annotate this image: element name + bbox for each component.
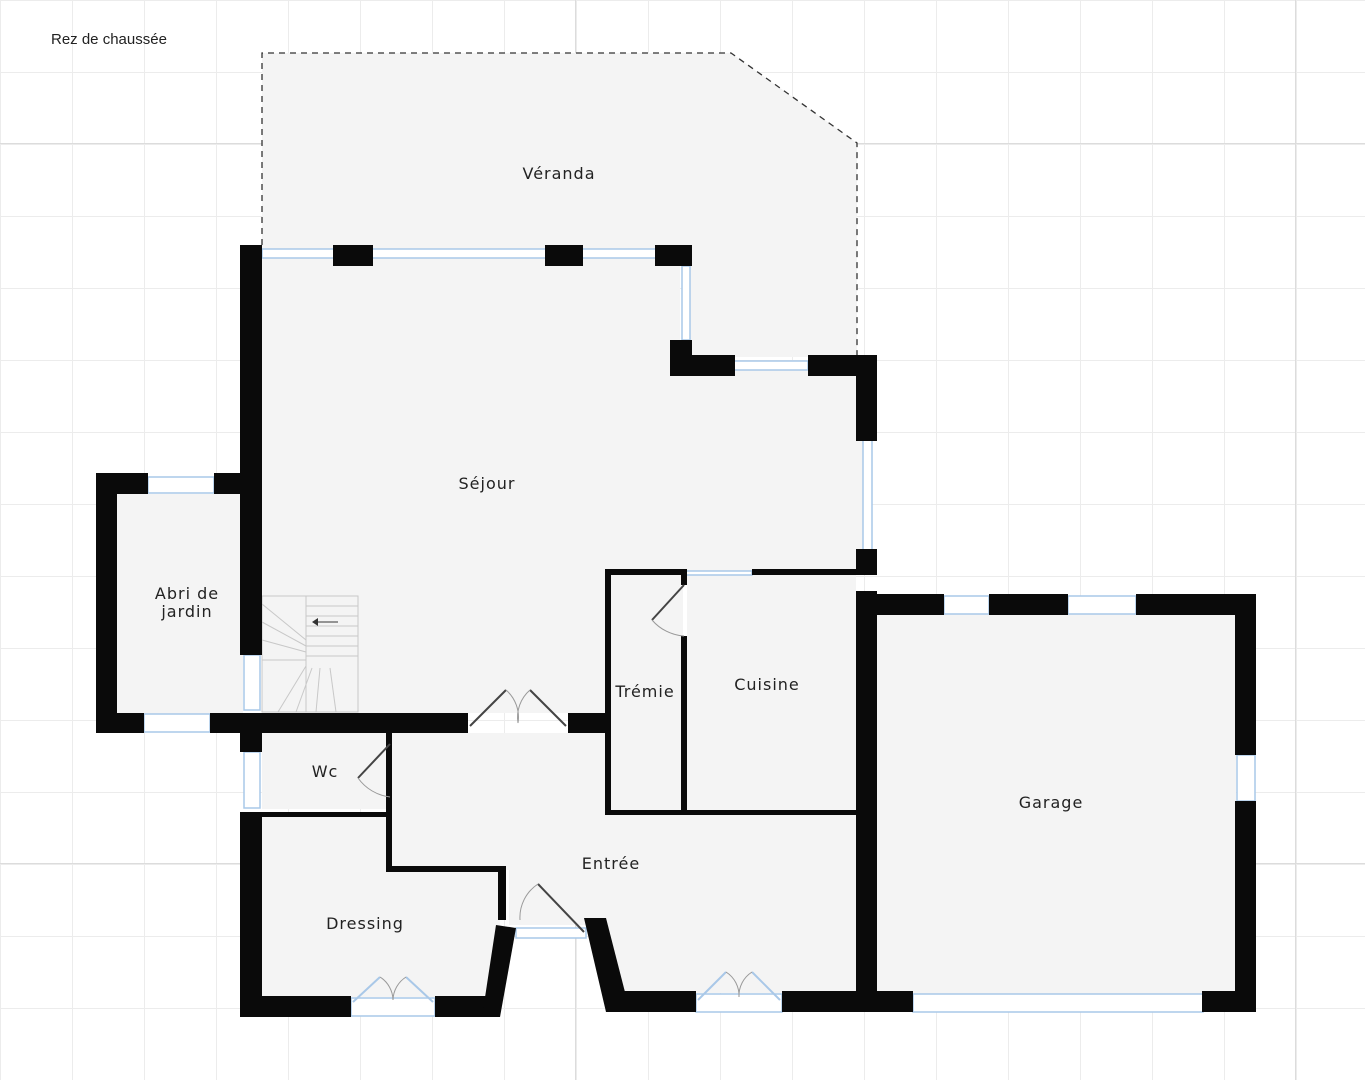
window-garage-east bbox=[1236, 754, 1256, 802]
label-sejour: Séjour bbox=[459, 474, 516, 493]
abri-floor bbox=[117, 494, 243, 714]
window-garage-1 bbox=[943, 595, 990, 615]
label-veranda: Véranda bbox=[522, 164, 595, 183]
window-veranda-3 bbox=[581, 248, 657, 259]
floor-areas bbox=[117, 53, 1236, 997]
label-dressing: Dressing bbox=[326, 914, 404, 933]
door-dressing-frame bbox=[350, 997, 436, 1017]
doors bbox=[352, 584, 781, 1003]
label-entree: Entrée bbox=[582, 854, 640, 873]
label-garage: Garage bbox=[1019, 793, 1084, 812]
window-veranda-1 bbox=[261, 248, 335, 259]
window-abri-bottom bbox=[143, 713, 211, 733]
veranda-floor bbox=[262, 53, 857, 357]
wc-floor bbox=[262, 733, 388, 809]
label-abri-line2: jardin bbox=[160, 602, 212, 621]
veranda-outline bbox=[261, 52, 858, 357]
window-sejour-step bbox=[733, 360, 809, 371]
tremie-floor bbox=[611, 575, 683, 810]
window-tremie-top bbox=[685, 570, 753, 576]
window-garage-2 bbox=[1067, 595, 1137, 615]
window-veranda-2 bbox=[371, 248, 547, 259]
window-sejour-east bbox=[862, 439, 873, 551]
label-wc: Wc bbox=[312, 762, 339, 781]
label-cuisine: Cuisine bbox=[734, 675, 800, 694]
window-abri-top bbox=[147, 476, 215, 494]
grid-line bbox=[1295, 0, 1296, 1080]
window-sejour-side bbox=[681, 265, 691, 341]
window-sejour-west bbox=[243, 654, 261, 711]
walls bbox=[96, 245, 1256, 1017]
label-abri-line1: Abri de bbox=[155, 584, 219, 603]
entree-floor bbox=[392, 733, 856, 993]
label-tremie: Trémie bbox=[614, 682, 674, 701]
opening-entree bbox=[515, 927, 587, 939]
garage-floor bbox=[876, 614, 1236, 994]
room-labels: Véranda Séjour Abri de jardin Trémie Cui… bbox=[155, 164, 1084, 933]
window-wc bbox=[243, 751, 261, 809]
garage-door bbox=[912, 993, 1204, 1013]
cuisine-floor bbox=[687, 575, 856, 810]
page-title: Rez de chaussée bbox=[51, 31, 167, 48]
dressing-floor bbox=[262, 816, 500, 997]
